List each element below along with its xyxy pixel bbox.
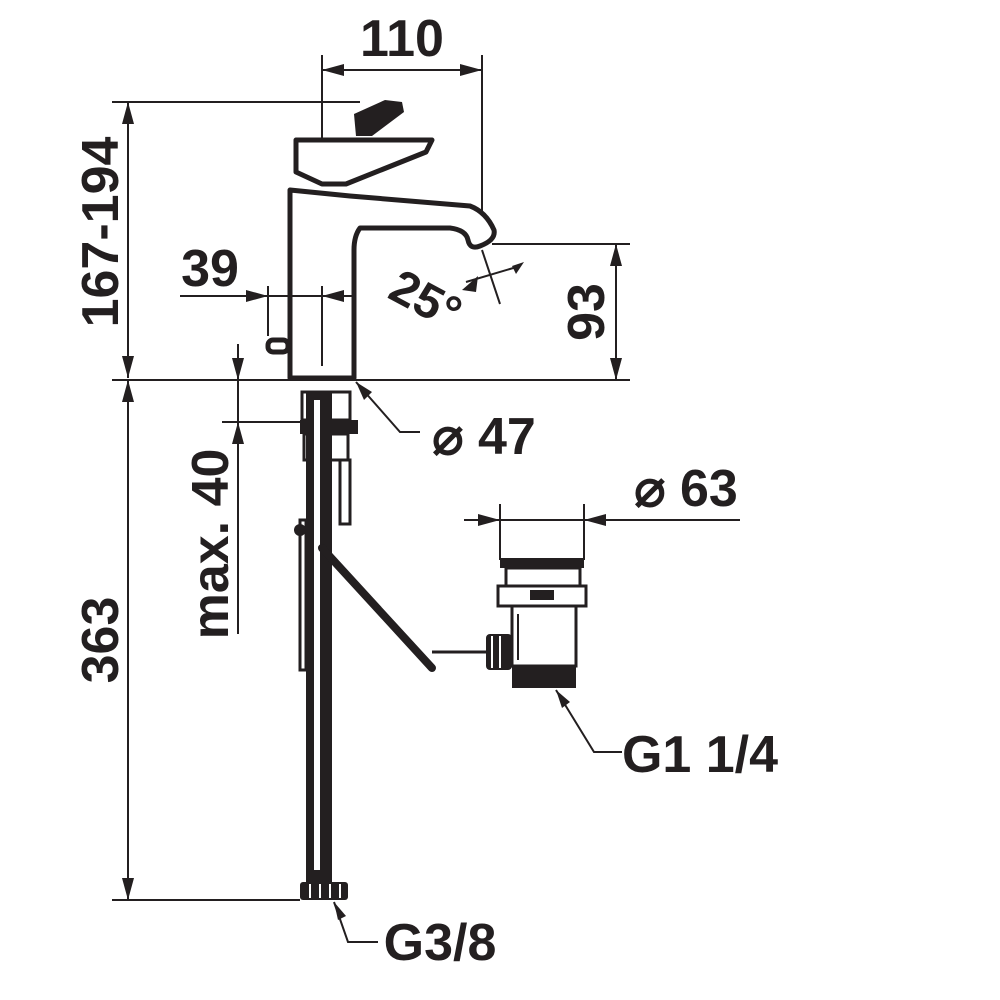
body-spout-outline — [287, 187, 497, 381]
arrow-angle-2 — [512, 262, 524, 274]
label-167-194: 167-194 — [72, 137, 130, 328]
label-max-40: max. 40 — [182, 449, 240, 640]
label-g1-1-4: G1 1/4 — [622, 726, 778, 784]
mounting-parts — [294, 390, 488, 900]
hose-connector — [300, 882, 348, 900]
label-25: 25° — [381, 260, 470, 341]
waste-plug-top — [500, 558, 584, 568]
arrow-39-left — [246, 290, 268, 302]
dimension-labels: 110 167-194 39 25° 93 ⌀ 47 ⌀ 63 max. 40 … — [72, 10, 778, 972]
leader-g38 — [333, 901, 378, 943]
arrow-363-bottom — [122, 878, 134, 900]
arrow-110-left — [322, 64, 344, 76]
label-363: 363 — [72, 597, 130, 684]
faucet-body — [265, 100, 497, 381]
arrow-63-left — [478, 514, 500, 526]
arrow-110-right — [460, 64, 482, 76]
angle-axis — [481, 249, 501, 305]
arrow-39-right — [322, 290, 344, 302]
arrow-47 — [356, 382, 372, 400]
waste-thread — [512, 666, 576, 688]
arrow-40-bottom — [232, 422, 244, 444]
leader-g114 — [555, 689, 622, 753]
waste-body — [510, 604, 578, 668]
arrow-93-bottom — [610, 358, 622, 380]
popup-rod — [318, 544, 436, 672]
arrow-g114 — [556, 690, 570, 708]
arrow-40-top — [232, 358, 244, 380]
handle-cap — [293, 137, 435, 187]
label-63: ⌀ 63 — [634, 460, 738, 518]
arrow-angle-1 — [462, 276, 478, 292]
label-47: ⌀ 47 — [432, 408, 536, 466]
label-110: 110 — [360, 10, 444, 68]
label-93: 93 — [558, 283, 616, 341]
supply-hose-highlight — [314, 400, 320, 870]
arrow-93-top — [610, 244, 622, 266]
label-g3-8: G3/8 — [384, 914, 497, 972]
arrow-167-bottom — [122, 356, 134, 378]
arrow-167-top — [122, 102, 134, 124]
waste-fitting — [486, 558, 588, 688]
arrow-g38 — [334, 902, 346, 920]
lever-handle — [354, 100, 404, 136]
supply-hose-left — [298, 518, 308, 672]
leader-47 — [355, 381, 420, 433]
fixing-rod — [338, 458, 352, 526]
waste-flange — [504, 566, 582, 588]
waste-seal — [530, 590, 554, 600]
dimension-lines — [112, 55, 740, 943]
label-39: 39 — [181, 240, 239, 298]
rod-joint — [294, 524, 306, 536]
arrow-63-right — [584, 514, 606, 526]
popup-knob — [265, 337, 291, 355]
arrow-363-top — [122, 380, 134, 402]
